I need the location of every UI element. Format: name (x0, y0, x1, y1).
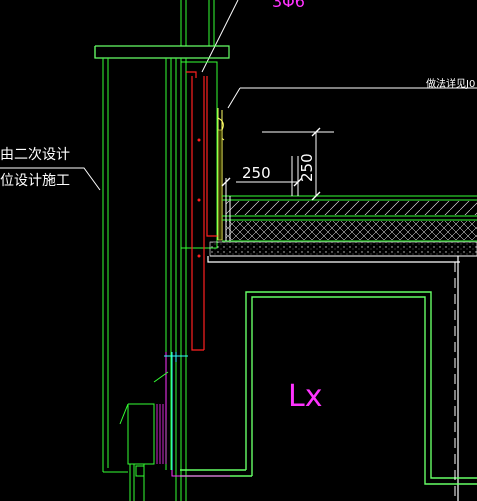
note-line-1: 由二次设计 (0, 147, 70, 163)
room-label: Lx (288, 379, 323, 414)
rebar (186, 71, 222, 351)
dimension-vertical: 250 (298, 153, 316, 182)
parapet-inner (180, 58, 218, 501)
top-column-lines (180, 0, 215, 46)
drain-outline (119, 371, 169, 501)
note-leader (0, 167, 101, 191)
rebar-dots (197, 138, 201, 258)
drain-block (154, 404, 168, 464)
room-outline (180, 291, 477, 485)
dim-lines (225, 131, 334, 196)
parapet-cap (94, 45, 230, 59)
layer-insulation (226, 221, 477, 240)
beam-outline (207, 256, 460, 501)
slab-top-band (209, 241, 477, 257)
rebar-label: 3Φ6 (272, 0, 305, 11)
left-wall (102, 58, 177, 501)
roof-layers (222, 195, 477, 242)
leader-line-rebar (201, 0, 239, 73)
dim-ticks (221, 127, 321, 201)
note-line-2: 位设计施工 (0, 173, 70, 189)
flashing-leader (227, 87, 241, 109)
anchor-mark (164, 352, 188, 362)
insulation-strip (217, 129, 223, 241)
detail-reference: 做法详见J0 (426, 79, 476, 90)
layer-protection (226, 201, 477, 215)
dimension-horizontal: 250 (242, 164, 271, 182)
